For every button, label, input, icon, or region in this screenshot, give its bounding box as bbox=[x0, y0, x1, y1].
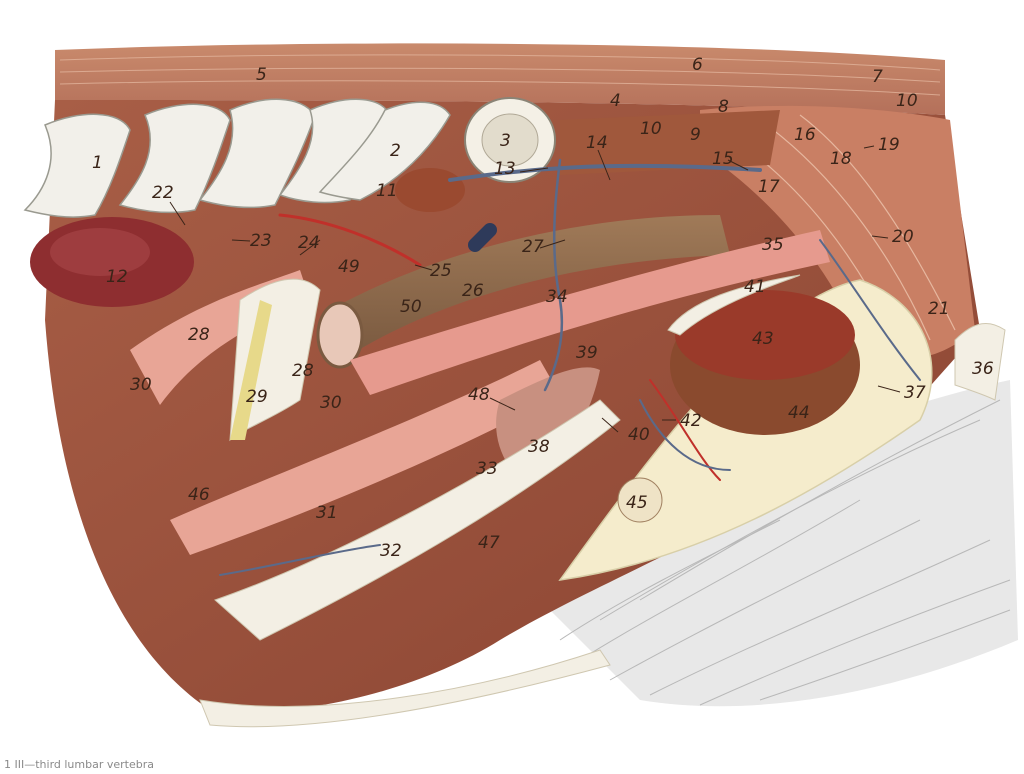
number-labels: 1 2 3 4 5 6 7 8 9 10 10 11 12 13 14 15 1… bbox=[92, 55, 994, 561]
leader-lines bbox=[169, 145, 901, 433]
figure-caption: 1 III—third lumbar vertebra bbox=[4, 758, 154, 771]
label-4: 4 bbox=[610, 91, 621, 111]
label-46: 46 bbox=[188, 485, 210, 505]
vessels bbox=[219, 158, 921, 576]
label-29: 29 bbox=[246, 387, 268, 407]
label-33: 33 bbox=[476, 459, 498, 479]
label-22: 22 bbox=[152, 183, 174, 203]
label-24: 24 bbox=[298, 233, 320, 253]
label-45: 45 bbox=[626, 493, 648, 513]
label-37: 37 bbox=[904, 383, 926, 403]
skin-fold bbox=[954, 322, 1006, 401]
label-35: 35 bbox=[762, 235, 784, 255]
label-10b: 10 bbox=[896, 91, 918, 111]
label-27: 27 bbox=[522, 237, 544, 257]
ventral-edge bbox=[199, 649, 611, 728]
label-11: 11 bbox=[376, 181, 398, 201]
label-12: 12 bbox=[106, 267, 128, 287]
label-23: 23 bbox=[250, 231, 272, 251]
pampiniform-plexus bbox=[617, 477, 663, 523]
label-26: 26 bbox=[462, 281, 484, 301]
label-10a: 10 bbox=[640, 119, 662, 139]
femoral-artery-branch bbox=[170, 360, 560, 555]
aorta bbox=[330, 215, 730, 355]
label-17: 17 bbox=[758, 177, 780, 197]
label-16: 16 bbox=[794, 125, 816, 145]
label-9: 9 bbox=[690, 125, 701, 145]
label-48: 48 bbox=[468, 385, 490, 405]
label-40: 40 bbox=[628, 425, 650, 445]
caudal-muscles bbox=[700, 105, 975, 359]
label-25: 25 bbox=[430, 261, 452, 281]
label-6: 6 bbox=[692, 55, 703, 75]
label-20: 20 bbox=[892, 227, 914, 247]
label-14: 14 bbox=[586, 133, 608, 153]
label-30b: 30 bbox=[320, 393, 342, 413]
label-3: 3 bbox=[500, 131, 511, 151]
label-13: 13 bbox=[494, 159, 516, 179]
label-28b: 28 bbox=[292, 361, 314, 381]
iliac-artery bbox=[350, 230, 830, 395]
label-8: 8 bbox=[718, 97, 729, 117]
label-30a: 30 bbox=[130, 375, 152, 395]
label-1: 1 bbox=[92, 153, 103, 173]
label-2: 2 bbox=[390, 141, 401, 161]
label-42: 42 bbox=[680, 411, 702, 431]
label-43: 43 bbox=[752, 329, 774, 349]
label-15: 15 bbox=[712, 149, 734, 169]
label-32: 32 bbox=[380, 541, 402, 561]
dorsal-muscle-band bbox=[55, 43, 945, 115]
psoas-muscle bbox=[560, 110, 780, 175]
label-5: 5 bbox=[256, 65, 267, 85]
label-38: 38 bbox=[528, 437, 550, 457]
label-21: 21 bbox=[928, 299, 950, 319]
vertebrae bbox=[23, 98, 451, 218]
label-34: 34 bbox=[546, 287, 568, 307]
fascia bbox=[214, 399, 621, 641]
label-28a: 28 bbox=[188, 325, 210, 345]
label-39: 39 bbox=[576, 343, 598, 363]
label-41: 41 bbox=[744, 277, 766, 297]
label-18: 18 bbox=[830, 149, 852, 169]
label-31: 31 bbox=[316, 503, 338, 523]
label-7: 7 bbox=[872, 67, 883, 87]
hair-region bbox=[540, 380, 1018, 707]
label-36: 36 bbox=[972, 359, 994, 379]
label-44: 44 bbox=[788, 403, 810, 423]
label-50: 50 bbox=[400, 297, 422, 317]
label-19: 19 bbox=[878, 135, 900, 155]
label-49: 49 bbox=[338, 257, 360, 277]
label-47: 47 bbox=[478, 533, 500, 553]
